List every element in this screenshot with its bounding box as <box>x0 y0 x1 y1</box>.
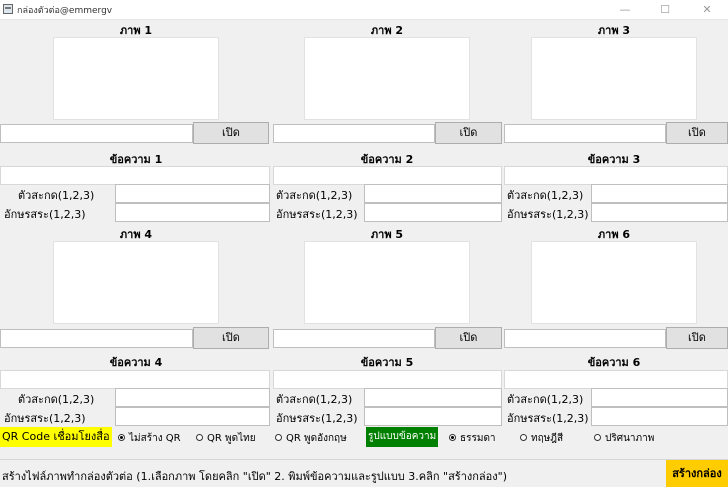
consonant-input-2[interactable] <box>364 184 502 203</box>
open-button-1[interactable]: เปิด <box>193 122 269 144</box>
text-input-5[interactable] <box>273 370 502 389</box>
open-button-5[interactable]: เปิด <box>435 327 502 349</box>
vowel-input-4[interactable] <box>115 407 270 426</box>
status-bar: สร้างไฟล์ภาพทำกล่องตัวต่อ (1.เลือกภาพ โด… <box>0 459 728 487</box>
vowel-label-1: อักษรสระ(1,2,3) <box>4 208 86 221</box>
text-label-2: ข้อความ 2 <box>360 153 414 166</box>
consonant-label-6: ตัวสะกด(1,2,3) <box>507 393 584 406</box>
text-input-6[interactable] <box>504 370 728 389</box>
open-button-4[interactable]: เปิด <box>193 327 269 349</box>
image-path-input-3[interactable] <box>504 124 666 143</box>
image-path-input-2[interactable] <box>273 124 435 143</box>
minimize-button[interactable]: — <box>619 3 631 16</box>
radio-selected-icon <box>449 433 456 441</box>
qr-option-none[interactable]: ไม่สร้าง QR <box>118 431 181 446</box>
consonant-input-5[interactable] <box>364 388 502 407</box>
title-bar: กล่องตัวต่อ@emmergv — ☐ ✕ <box>0 0 728 20</box>
image-preview-5 <box>304 241 470 324</box>
vowel-input-1[interactable] <box>115 203 270 222</box>
consonant-input-3[interactable] <box>591 184 728 203</box>
consonant-label-2: ตัวสะกด(1,2,3) <box>276 189 353 202</box>
text-label-4: ข้อความ 4 <box>109 356 163 369</box>
radio-icon <box>196 433 203 441</box>
image-path-input-5[interactable] <box>273 329 435 348</box>
style-option-color-theory[interactable]: ทฤษฎีสี <box>520 431 563 446</box>
style-option-picture-puzzle[interactable]: ปริศนาภาพ <box>594 431 654 446</box>
text-input-2[interactable] <box>273 166 502 185</box>
text-label-3: ข้อความ 3 <box>587 153 641 166</box>
style-option-normal[interactable]: ธรรมดา <box>449 431 496 446</box>
consonant-input-1[interactable] <box>115 184 270 203</box>
image-preview-1 <box>53 37 219 120</box>
image-path-input-6[interactable] <box>504 329 666 348</box>
consonant-input-4[interactable] <box>115 388 270 407</box>
image-label-6: ภาพ 6 <box>597 228 631 241</box>
vowel-label-4: อักษรสระ(1,2,3) <box>4 412 86 425</box>
vowel-input-2[interactable] <box>364 203 502 222</box>
text-input-3[interactable] <box>504 166 728 185</box>
image-label-3: ภาพ 3 <box>597 24 631 37</box>
open-button-6[interactable]: เปิด <box>666 327 728 349</box>
text-input-4[interactable] <box>0 370 270 389</box>
consonant-label-3: ตัวสะกด(1,2,3) <box>507 189 584 202</box>
image-label-4: ภาพ 4 <box>119 228 153 241</box>
image-path-input-1[interactable] <box>0 124 193 143</box>
vowel-label-2: อักษรสระ(1,2,3) <box>276 208 358 221</box>
vowel-label-6: อักษรสระ(1,2,3) <box>507 412 589 425</box>
image-label-2: ภาพ 2 <box>370 24 404 37</box>
window-title: กล่องตัวต่อ@emmergv <box>17 6 113 16</box>
status-text: สร้างไฟล์ภาพทำกล่องตัวต่อ (1.เลือกภาพ โด… <box>2 470 507 483</box>
vowel-input-6[interactable] <box>591 407 728 426</box>
image-label-5: ภาพ 5 <box>370 228 404 241</box>
text-input-1[interactable] <box>0 166 270 185</box>
radio-icon <box>275 433 282 441</box>
maximize-button[interactable]: ☐ <box>660 3 670 16</box>
image-preview-4 <box>53 241 219 324</box>
image-path-input-4[interactable] <box>0 329 193 348</box>
consonant-input-6[interactable] <box>591 388 728 407</box>
consonant-label-4: ตัวสะกด(1,2,3) <box>18 393 95 406</box>
qr-option-english[interactable]: QR พูดอังกฤษ <box>275 431 347 446</box>
open-button-3[interactable]: เปิด <box>666 122 728 144</box>
text-style-label: รูปแบบข้อความ <box>366 427 439 447</box>
text-label-6: ข้อความ 6 <box>587 356 641 369</box>
open-button-2[interactable]: เปิด <box>435 122 502 144</box>
close-button[interactable]: ✕ <box>702 3 712 16</box>
radio-icon <box>594 433 601 441</box>
consonant-label-1: ตัวสะกด(1,2,3) <box>18 189 95 202</box>
consonant-label-5: ตัวสะกด(1,2,3) <box>276 393 353 406</box>
text-label-1: ข้อความ 1 <box>109 153 163 166</box>
radio-icon <box>520 433 527 441</box>
image-label-1: ภาพ 1 <box>119 24 153 37</box>
app-icon <box>3 4 13 14</box>
image-preview-3 <box>531 37 697 120</box>
vowel-label-5: อักษรสระ(1,2,3) <box>276 412 358 425</box>
radio-selected-icon <box>118 433 125 441</box>
text-label-5: ข้อความ 5 <box>360 356 414 369</box>
vowel-input-3[interactable] <box>591 203 728 222</box>
qr-code-label: QR Code เชื่อมโยงสื่อ <box>0 427 112 447</box>
image-preview-2 <box>304 37 470 120</box>
qr-option-thai[interactable]: QR พูดไทย <box>196 431 256 446</box>
vowel-input-5[interactable] <box>364 407 502 426</box>
create-box-button[interactable]: สร้างกล่อง <box>666 460 728 487</box>
vowel-label-3: อักษรสระ(1,2,3) <box>507 208 589 221</box>
image-preview-6 <box>531 241 697 324</box>
